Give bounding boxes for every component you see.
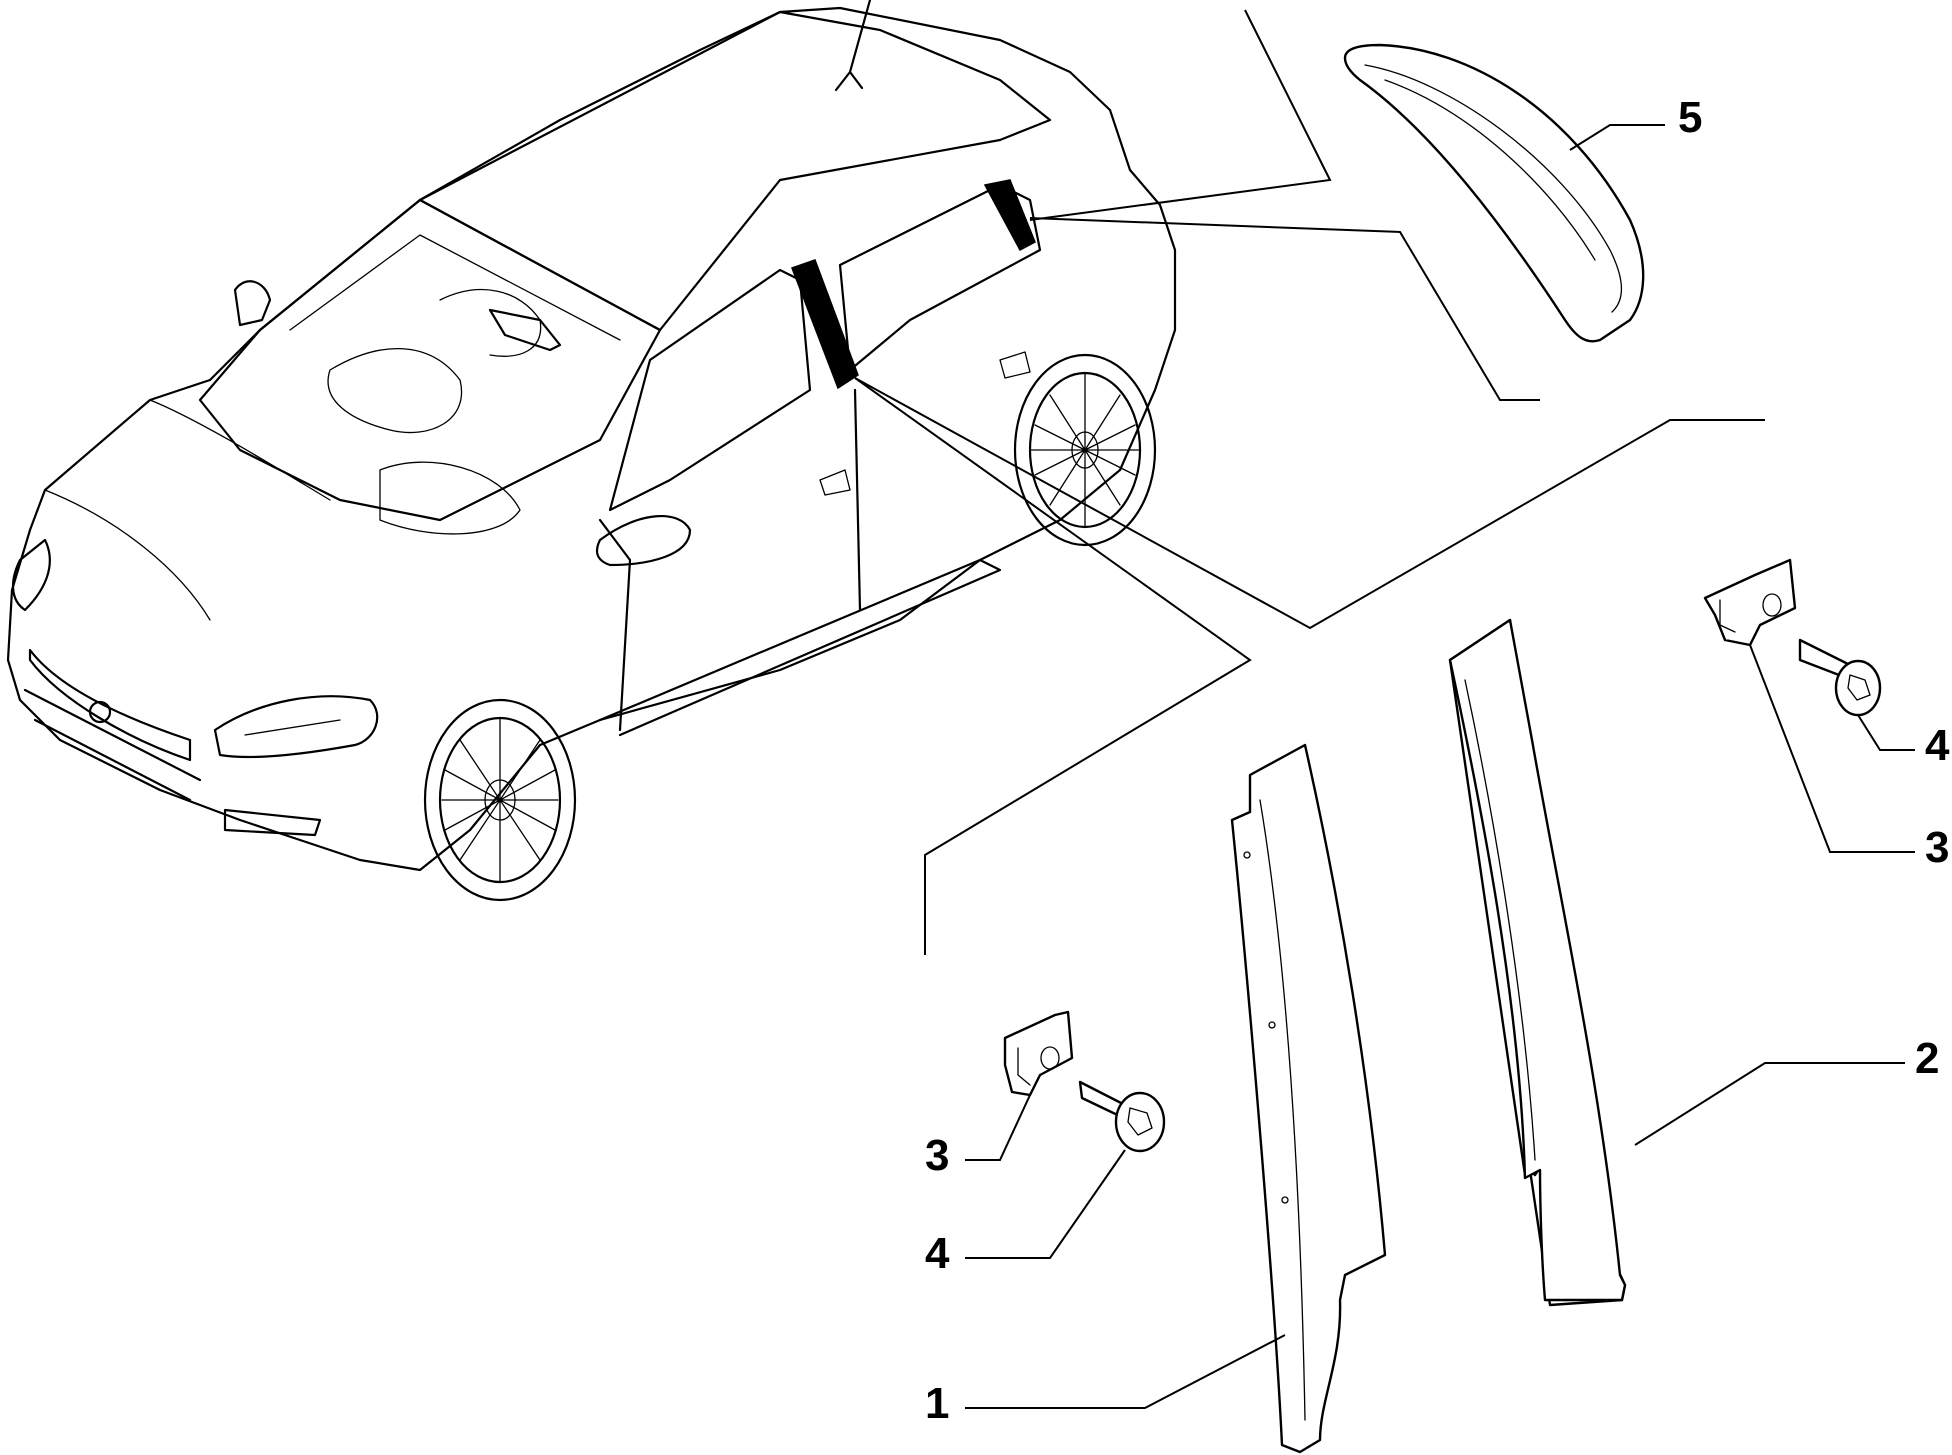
leader-callout-4-lower: [965, 1149, 1126, 1259]
leader-c-pillar: [1029, 217, 1540, 401]
leader-callout-4-upper: [1857, 714, 1915, 751]
leader-callout-3-upper: [1749, 644, 1915, 853]
front-wheel: [423, 698, 577, 902]
leader-b-pillar-group-1: [854, 377, 1252, 955]
leader-callout-1: [965, 1334, 1286, 1409]
leader-callout-3-lower: [965, 1094, 1031, 1161]
leader-roof-group: [1029, 9, 1332, 221]
part-4-screw-upper: [1798, 638, 1882, 717]
callout-2: 2: [1915, 1034, 1939, 1083]
callout-3-lower: 3: [925, 1131, 949, 1180]
part-3-clip-lower: [1003, 1010, 1074, 1097]
callout-3-upper: 3: [1925, 823, 1949, 872]
part-1-pillar-trim: [1230, 743, 1387, 1454]
part-4-screw-lower: [1078, 1080, 1166, 1153]
leader-callout-5: [1569, 124, 1665, 151]
callout-5: 5: [1678, 93, 1702, 142]
callout-4-upper: 4: [1925, 721, 1950, 770]
leader-b-pillar-group-2: [854, 377, 1765, 630]
leader-callout-2: [1634, 1062, 1905, 1146]
part-5-spoiler: [1343, 43, 1645, 343]
part-2-pillar-trim: [1448, 618, 1627, 1307]
callout-4-lower: 4: [925, 1229, 950, 1278]
car-illustration: [6, 0, 1177, 902]
rear-wheel: [1013, 353, 1157, 547]
callout-1: 1: [925, 1379, 949, 1428]
part-3-clip-upper: [1703, 558, 1797, 647]
